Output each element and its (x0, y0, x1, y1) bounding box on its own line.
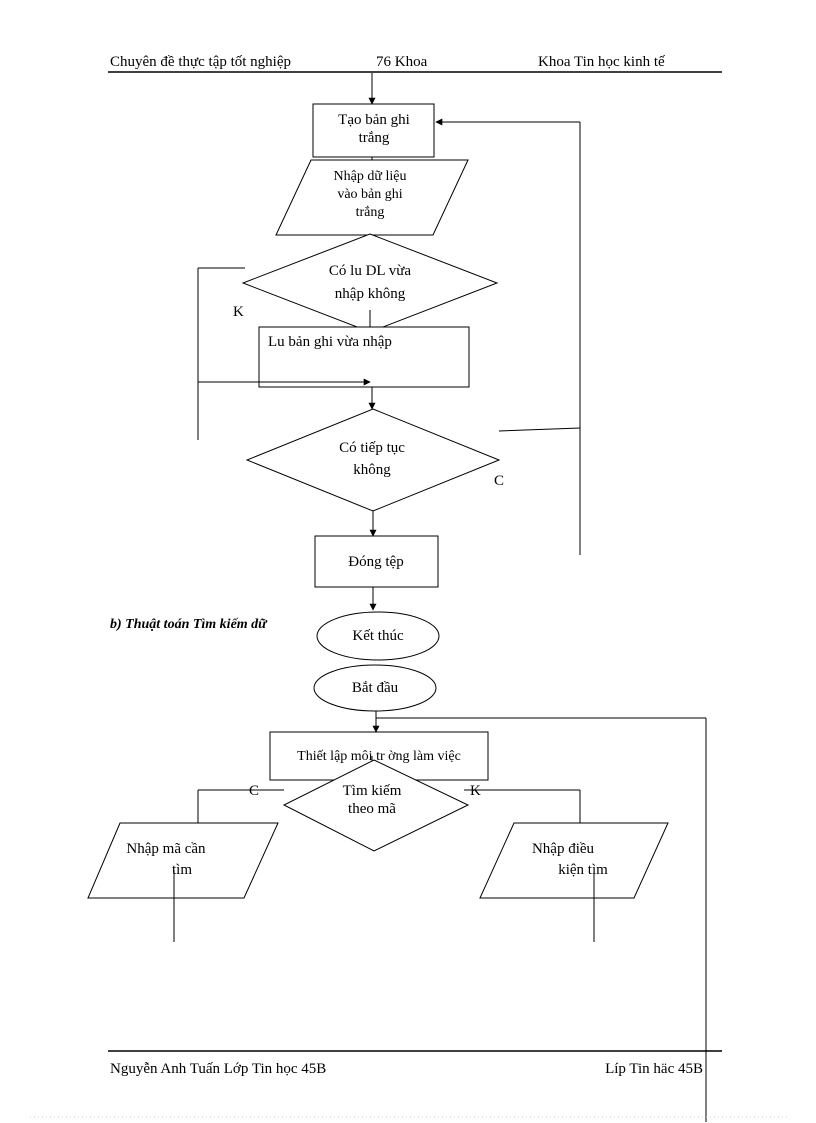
close-file-box: Đóng tệp (314, 535, 439, 588)
start-ellipse: Bắt đầu (313, 664, 437, 712)
input-code-parallelogram: Nhập mã cần tìm (87, 822, 279, 899)
continue-question-diamond: Có tiếp tục không (245, 408, 501, 512)
continue-question-label-2: không (353, 462, 391, 478)
input-data-label-2: vào bản ghi (337, 187, 402, 202)
end-label: Kết thúc (352, 628, 404, 644)
footer-right: Líp Tin häc 45B (605, 1061, 703, 1077)
start-label: Bắt đầu (352, 680, 399, 696)
setup-env-label: Thiết lập môi tr ờng làm việc (297, 749, 461, 764)
search-question-label-1: Tìm kiếm (343, 783, 402, 799)
search-question-diamond: Tìm kiếm theo mã (282, 759, 470, 852)
close-file-label: Đóng tệp (348, 554, 403, 570)
input-code-label-1: Nhập mã cần (126, 841, 206, 857)
input-code-label-2: tìm (172, 862, 192, 878)
label-c-2: C (249, 783, 259, 799)
header-middle: 76 Khoa (376, 54, 428, 70)
footer-left: Nguyễn Anh Tuấn Lớp Tin học 45B (110, 1061, 326, 1077)
input-cond-label-2: kiện tìm (558, 862, 608, 878)
c-loop-horizontal (498, 427, 581, 432)
section-heading: b) Thuật toán Tìm kiếm dữ (110, 617, 268, 632)
header-left: Chuyên đề thực tập tốt nghiệp (110, 54, 291, 70)
save-question-diamond: Có lu DL vừa nhập không (241, 233, 499, 333)
save-question-label-2: nhập không (335, 286, 406, 302)
label-c-1: C (494, 473, 504, 489)
create-record-label-2: trắng (359, 130, 390, 146)
save-record-box: Lu bản ghi vừa nhập (258, 326, 470, 388)
header-right: Khoa Tin học kinh tế (538, 54, 665, 70)
search-question-label-2: theo mã (348, 801, 396, 817)
label-k-2: K (470, 783, 481, 799)
save-question-label-1: Có lu DL vừa (329, 263, 411, 279)
input-data-label-1: Nhập dữ liệu (334, 169, 407, 184)
end-ellipse: Kết thúc (316, 611, 440, 661)
continue-question-label-1: Có tiếp tục (339, 440, 405, 456)
save-record-label: Lu bản ghi vừa nhập (268, 334, 392, 350)
create-record-box: Tạo bản ghi trắng (312, 103, 435, 158)
input-data-label-3: trắng (356, 205, 385, 220)
input-cond-label-1: Nhập điều (532, 841, 595, 857)
input-cond-parallelogram: Nhập điều kiện tìm (479, 822, 669, 899)
label-k-1: K (233, 304, 244, 320)
input-data-parallelogram: Nhập dữ liệu vào bản ghi trắng (275, 159, 469, 236)
create-record-label-1: Tạo bản ghi (338, 112, 410, 128)
